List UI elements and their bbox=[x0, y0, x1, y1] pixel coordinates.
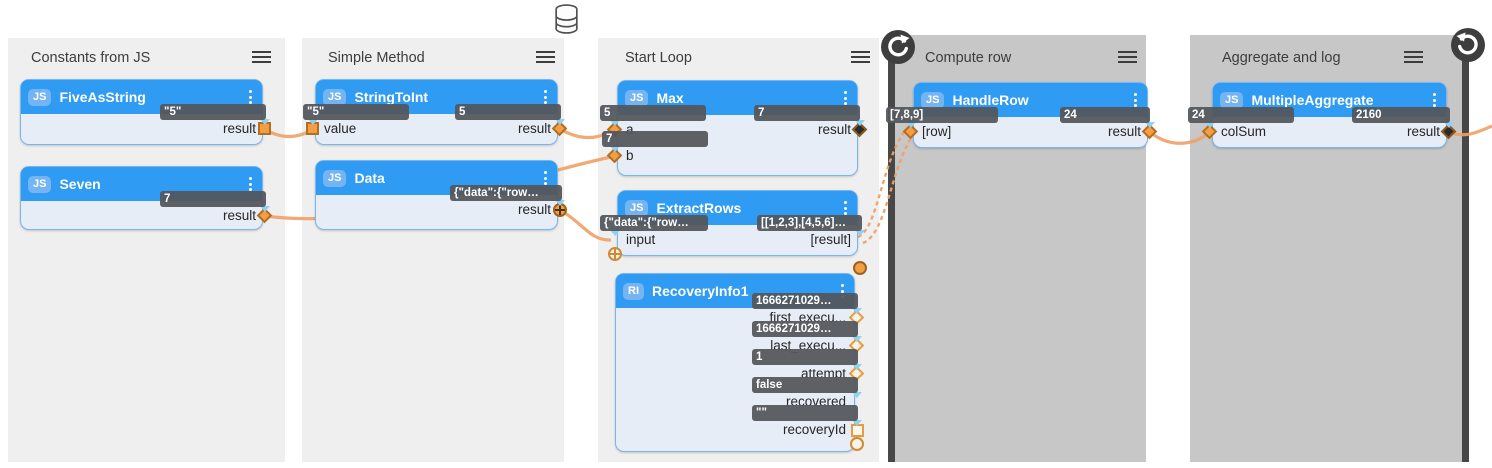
chip-caret bbox=[610, 230, 620, 236]
node-menu-icon[interactable] bbox=[541, 88, 550, 106]
node-type-badge: JS bbox=[1220, 91, 1244, 109]
chip-caret bbox=[1145, 122, 1155, 128]
group-title: Start Loop bbox=[625, 50, 692, 66]
port-label: a bbox=[626, 122, 634, 137]
value-chip: 5 bbox=[600, 105, 706, 121]
node-title: FiveAsString bbox=[59, 89, 146, 105]
group-menu-icon[interactable] bbox=[252, 51, 271, 64]
value-chip: "5" bbox=[303, 104, 409, 120]
chip-caret bbox=[555, 119, 565, 125]
chip-caret bbox=[1205, 122, 1215, 128]
group-title: Compute row bbox=[925, 50, 1012, 66]
node-title: StringToInt bbox=[354, 89, 429, 105]
value-chip: 24 bbox=[1188, 107, 1294, 123]
value-chip: 5 bbox=[455, 104, 561, 120]
chip-caret bbox=[852, 308, 862, 314]
node-type-badge: JS bbox=[921, 91, 945, 109]
loop-end-bar bbox=[1462, 48, 1469, 462]
node-type-badge: JS bbox=[323, 169, 347, 187]
node-type-badge: JS bbox=[625, 89, 649, 107]
value-chip: false bbox=[752, 377, 858, 393]
node-menu-icon[interactable] bbox=[1430, 91, 1439, 109]
value-chip: 2160 bbox=[1352, 107, 1450, 123]
port-label: colSum bbox=[1221, 124, 1267, 139]
node-title: RecoveryInfo1 bbox=[652, 283, 749, 299]
node-menu-icon[interactable] bbox=[841, 89, 850, 107]
chip-caret bbox=[260, 119, 270, 125]
node-type-badge: JS bbox=[625, 199, 649, 217]
chip-caret bbox=[852, 420, 862, 426]
port-label: input bbox=[626, 232, 656, 247]
group-menu-icon[interactable] bbox=[851, 51, 870, 64]
node-max[interactable]: JS Max bbox=[617, 80, 858, 176]
port-label: [result] bbox=[810, 232, 851, 247]
node-type-badge: JS bbox=[28, 88, 52, 106]
port-label: result bbox=[1107, 124, 1141, 139]
value-chip: {"data":{"row… bbox=[600, 215, 708, 231]
node-title: HandleRow bbox=[952, 92, 1029, 108]
chip-caret bbox=[610, 120, 620, 126]
loop-start-icon[interactable] bbox=[881, 30, 915, 64]
node-title: Data bbox=[354, 170, 385, 186]
chip-caret bbox=[610, 146, 620, 152]
value-chip: 24 bbox=[1060, 107, 1150, 123]
port-label: result bbox=[817, 122, 851, 137]
value-chip: "5" bbox=[160, 104, 266, 120]
value-chip: "" bbox=[752, 405, 858, 421]
value-chip: 7 bbox=[160, 191, 266, 207]
chip-caret bbox=[855, 120, 865, 126]
port-extractrows-result[interactable] bbox=[853, 261, 867, 275]
group-title: Aggregate and log bbox=[1222, 50, 1341, 66]
loop-end-icon[interactable] bbox=[1451, 28, 1485, 62]
chip-caret bbox=[852, 336, 862, 342]
port-label: result bbox=[222, 208, 256, 223]
node-menu-icon[interactable] bbox=[246, 175, 255, 193]
node-type-badge: JS bbox=[323, 88, 347, 106]
chip-caret bbox=[906, 122, 916, 128]
value-chip: 1 bbox=[752, 349, 858, 365]
port-label: result bbox=[1406, 124, 1440, 139]
loop-start-bar bbox=[888, 50, 895, 462]
node-title: MultipleAggregate bbox=[1251, 92, 1374, 108]
node-menu-icon[interactable] bbox=[246, 88, 255, 106]
node-seven[interactable]: JS Seven bbox=[20, 166, 263, 230]
group-menu-icon[interactable] bbox=[536, 51, 555, 64]
database-icon[interactable] bbox=[553, 4, 580, 35]
value-chip: [[1,2,3],[4,5,6]… bbox=[757, 215, 862, 231]
node-type-badge: RI bbox=[623, 282, 644, 300]
chip-caret bbox=[852, 392, 862, 398]
node-menu-icon[interactable] bbox=[1131, 91, 1140, 109]
value-chip: {"data":{"row… bbox=[450, 185, 562, 201]
chip-caret bbox=[308, 119, 318, 125]
port-label: result bbox=[517, 121, 551, 136]
value-chip: 1666271029… bbox=[752, 321, 858, 337]
port-label: b bbox=[626, 148, 634, 163]
value-chip: [7,8,9] bbox=[886, 107, 998, 123]
node-menu-icon[interactable] bbox=[841, 199, 850, 217]
node-type-badge: JS bbox=[28, 175, 52, 193]
port-recoveryinfo-recovered[interactable] bbox=[850, 437, 864, 451]
value-chip: 7 bbox=[602, 131, 708, 147]
port-label: [row] bbox=[922, 124, 952, 139]
node-title: ExtractRows bbox=[656, 200, 742, 216]
port-extractrows-input[interactable] bbox=[608, 247, 622, 261]
chip-caret bbox=[852, 364, 862, 370]
group-menu-icon[interactable] bbox=[1404, 51, 1423, 64]
node-title: Max bbox=[656, 90, 684, 106]
group-title: Constants from JS bbox=[31, 50, 151, 66]
port-label: recoveryId bbox=[782, 422, 846, 437]
value-chip: 1666271029… bbox=[752, 293, 858, 309]
group-menu-icon[interactable] bbox=[1118, 51, 1137, 64]
node-title: Seven bbox=[59, 176, 101, 192]
group-title: Simple Method bbox=[328, 50, 425, 66]
port-label: result bbox=[222, 121, 256, 136]
port-label: result bbox=[517, 202, 551, 217]
value-chip: 7 bbox=[754, 105, 860, 121]
port-label: value bbox=[324, 121, 357, 136]
